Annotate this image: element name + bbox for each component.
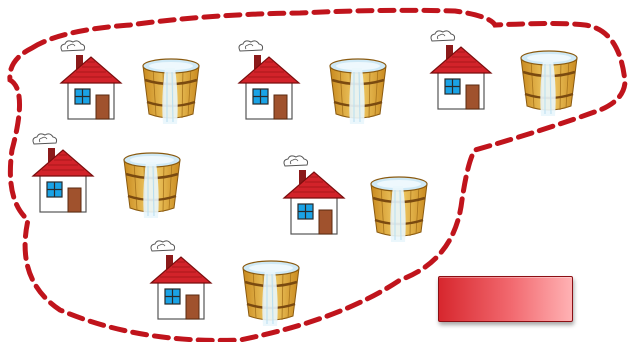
water-bucket-icon	[243, 261, 299, 326]
house-icon	[61, 41, 121, 119]
water-bucket-icon	[330, 59, 386, 124]
water-bucket-icon	[124, 153, 180, 218]
water-bucket-icon	[371, 177, 427, 242]
answer-box[interactable]	[438, 276, 573, 322]
water-bucket-icon	[521, 51, 577, 116]
water-bucket-icon	[143, 59, 199, 124]
house-icon	[284, 156, 344, 234]
house-icon	[151, 241, 211, 319]
house-icon	[239, 41, 299, 119]
house-icon	[431, 31, 491, 109]
house-icon	[33, 134, 93, 212]
